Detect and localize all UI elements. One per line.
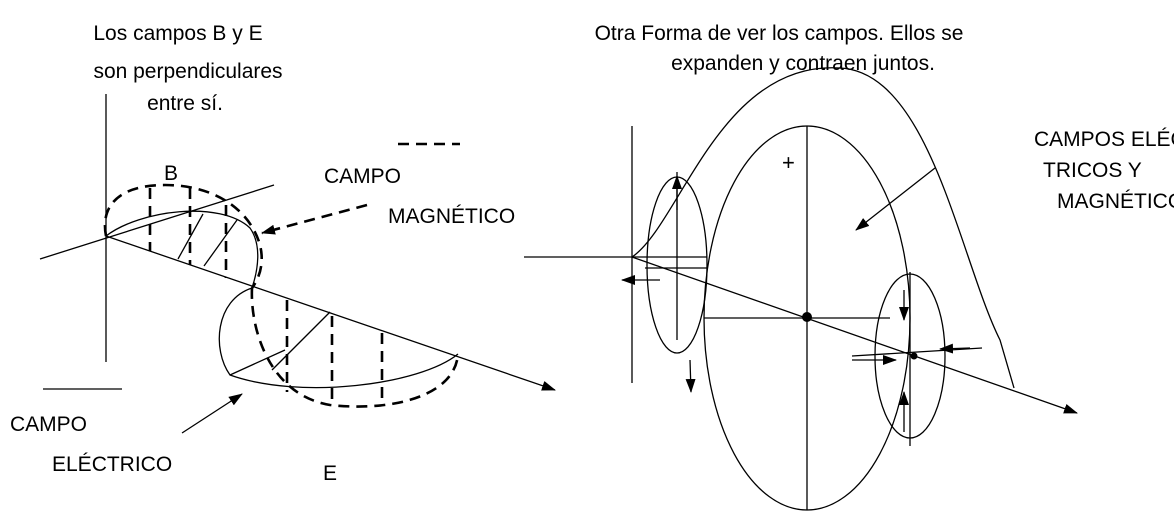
electric-legend-label-line-1: CAMPO [10, 413, 87, 436]
right-caption-line-1: Otra Forma de ver los campos. Ellos se [595, 22, 964, 45]
electric-field-rung [203, 219, 238, 267]
fields-label-line-3: MAGNÉTICOS [1057, 190, 1174, 213]
small-right-ellipse-horizontal-axis [851, 347, 983, 357]
left-caption-line-2: son perpendiculares [93, 60, 282, 83]
left-caption-line-1: Los campos B y E [93, 22, 262, 45]
magnetic-legend-label-line-2: MAGNÉTICO [388, 205, 515, 228]
magnetic-field-lobe-lower [250, 287, 460, 408]
electric-field-lobe-lower [218, 287, 459, 389]
fields-label-line-2: TRICOS Y [1043, 159, 1142, 182]
electric-legend-label-line-2: ELÉCTRICO [52, 453, 172, 476]
small-right-right-arrow [939, 343, 971, 354]
electric-field-rung [271, 311, 331, 371]
right-expansion-diagram: Otra Forma de ver los campos. Ellos se e… [524, 22, 1174, 511]
fields-label-line-1: CAMPOS ELÉC- [1034, 128, 1174, 151]
wave-envelope [631, 67, 1015, 389]
magnetic-axis-label-b: B [164, 162, 178, 185]
magnetic-legend-label-line-1: CAMPO [324, 165, 401, 188]
electric-axis-label-e: E [323, 462, 337, 485]
right-caption-line-2: expanden y contraen juntos. [671, 52, 935, 75]
center-point [802, 312, 812, 322]
small-left-down-arrow [685, 359, 696, 393]
electric-legend-pointer-arrow [181, 393, 243, 434]
left-wave-diagram: Los campos B y E son perpendiculares ent… [10, 22, 556, 485]
magnetic-legend-pointer-arrow [261, 203, 368, 235]
electric-field-rung [229, 349, 286, 376]
fields-label-pointer-arrow [855, 167, 936, 231]
right-propagation-axis [631, 256, 1078, 414]
magnetic-plane-axis [39, 184, 275, 260]
electric-field-lobe-upper [105, 210, 259, 289]
small-right-center-point [910, 352, 918, 360]
magnetic-field-lobe-upper [103, 183, 264, 289]
left-caption-line-3: entre sí. [147, 92, 223, 115]
propagation-axis [105, 235, 556, 391]
electric-field-rung [177, 213, 204, 260]
plus-sign: + [782, 150, 795, 175]
